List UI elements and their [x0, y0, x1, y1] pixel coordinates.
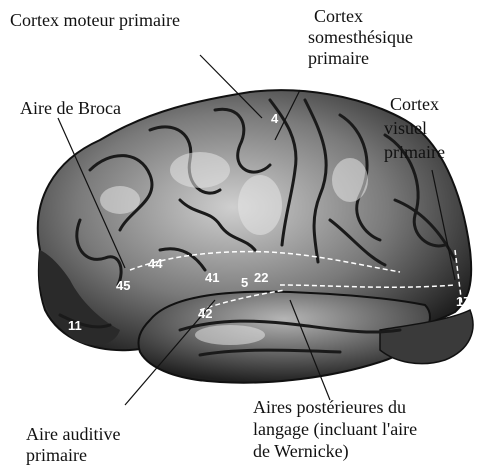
visual-line-3: primaire	[384, 140, 445, 164]
label-visual-cortex: Cortex visuel primaire	[384, 92, 445, 164]
label-somatosensory-cortex: Cortex somesthésique primaire	[308, 6, 413, 69]
auditory-line-2: primaire	[26, 445, 120, 466]
label-broca: Aire de Broca	[20, 98, 121, 118]
auditory-line-1: Aire auditive	[26, 424, 120, 445]
visual-line-1: Cortex	[384, 92, 445, 116]
area-number-11: 11	[68, 318, 82, 333]
area-number-17: 17	[456, 294, 470, 309]
label-motor-cortex: Cortex moteur primaire	[10, 10, 180, 30]
area-number-44: 44	[148, 256, 163, 271]
visual-line-2: visuel	[384, 116, 445, 140]
somato-line-3: primaire	[308, 48, 413, 69]
area-number-42: 42	[198, 306, 212, 321]
area-number-22: 22	[254, 270, 268, 285]
somato-line-1: Cortex	[308, 6, 413, 27]
label-posterior-language-areas: Aires postérieures du langage (incluant …	[253, 396, 417, 462]
somato-line-2: somesthésique	[308, 27, 413, 48]
posterior-line-2: langage (incluant l'aire	[253, 418, 417, 440]
label-auditory-cortex: Aire auditive primaire	[26, 424, 120, 466]
posterior-line-3: de Wernicke)	[253, 440, 417, 462]
area-number-4: 4	[271, 111, 279, 126]
area-number-5: 5	[241, 275, 248, 290]
area-number-45: 45	[116, 278, 130, 293]
area-number-41: 41	[205, 270, 219, 285]
posterior-line-1: Aires postérieures du	[253, 396, 417, 418]
